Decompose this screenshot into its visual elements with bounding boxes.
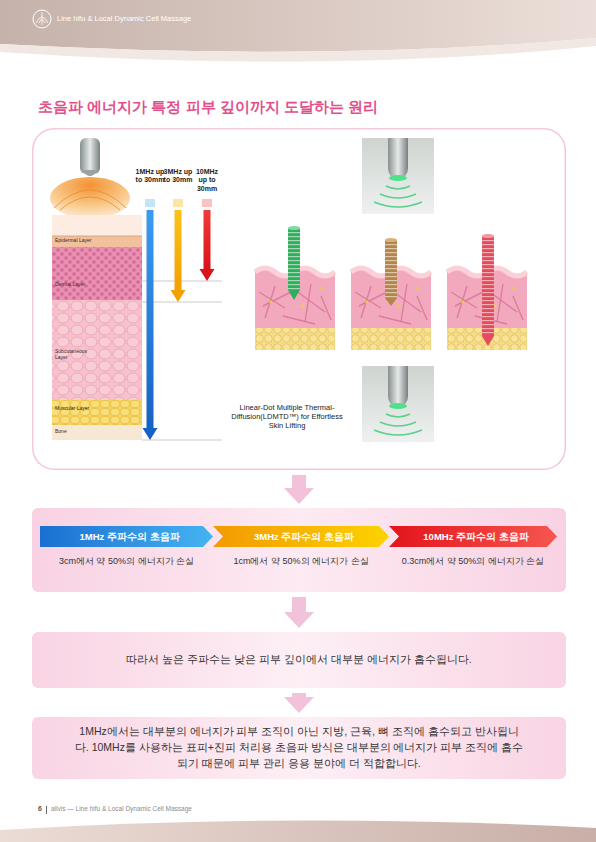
summary-text: 1MHz에서는 대부분의 에너지가 피부 조직이 아닌 지방, 근육, 뼈 조직…	[73, 724, 525, 771]
chevron-fill	[213, 526, 389, 547]
banner-text: 1MHz 주파수의 초음파	[73, 531, 179, 542]
layer-label: Bone	[55, 429, 125, 435]
chevron-fill	[40, 526, 213, 547]
flow-arrow	[292, 597, 306, 614]
summary-box: 따라서 높은 주파수는 낮은 피부 깊이에서 대부분 에너지가 흡수됩니다.	[32, 632, 566, 688]
flow-arrow	[292, 475, 306, 490]
frequency-banner: 10MHz 주파수의 초음파	[389, 526, 557, 547]
footer-band	[0, 820, 596, 842]
loss-text: 3cm에서 약 50%의 에너지가 손실	[40, 556, 213, 567]
header-band	[0, 0, 596, 52]
caption-text: Linear-Dot Multiple Thermal-Diffusion(LD…	[230, 404, 344, 431]
frequency-label: 10MHz up to 30mm	[192, 168, 222, 193]
summary-box: 1MHz에서는 대부분의 에너지가 피부 조직이 아닌 지방, 근육, 뼈 조직…	[32, 717, 566, 779]
frequency-label: 3MHz up to 30mm	[163, 168, 193, 185]
layer-label: Muscular Layer	[55, 406, 125, 412]
frequency-banner: 3MHz 주파수의 초음파	[213, 526, 389, 547]
frequency-band: 3cm에서 약 50%의 에너지가 손실1cm에서 약 50%의 에너지가 손실…	[32, 508, 566, 592]
summary-text: 따라서 높은 주파수는 낮은 피부 깊이에서 대부분 에너지가 흡수됩니다.	[126, 652, 471, 668]
banner-text: 10MHz 주파수의 초음파	[417, 531, 528, 542]
loss-text: 0.3cm에서 약 50%의 에너지가 손실	[389, 556, 557, 567]
page-title: 초음파 에너지가 특정 피부 깊이까지 도달하는 원리	[38, 98, 378, 117]
logo-ring	[33, 10, 51, 28]
layer-label: Dermal Layer	[55, 282, 125, 288]
header-swoosh	[0, 38, 596, 62]
banner-text: 3MHz 주파수의 초음파	[248, 531, 354, 542]
header-text: Line hifu & Local Dynamic Cell Massage	[57, 14, 191, 23]
loss-text: 1cm에서 약 50%의 에너지가 손실	[213, 556, 389, 567]
chevron-fill	[389, 526, 557, 547]
page-number: 6	[38, 805, 42, 812]
footer-text: allvis — Line hifu & Local Dynamic Cell …	[51, 805, 192, 812]
layer-label: Subcutaneous Layer	[55, 349, 93, 361]
layer-label: Epidermal Layer	[55, 238, 125, 244]
footer-separator	[46, 806, 47, 814]
logo-mark	[36, 12, 48, 25]
frequency-label: 1MHz up to 30mm	[135, 168, 165, 185]
frequency-banner: 1MHz 주파수의 초음파	[40, 526, 213, 547]
illustration-panel: 1MHz up to 30mm3MHz up to 30mm10MHz up t…	[32, 128, 566, 470]
flow-arrow	[292, 693, 306, 699]
